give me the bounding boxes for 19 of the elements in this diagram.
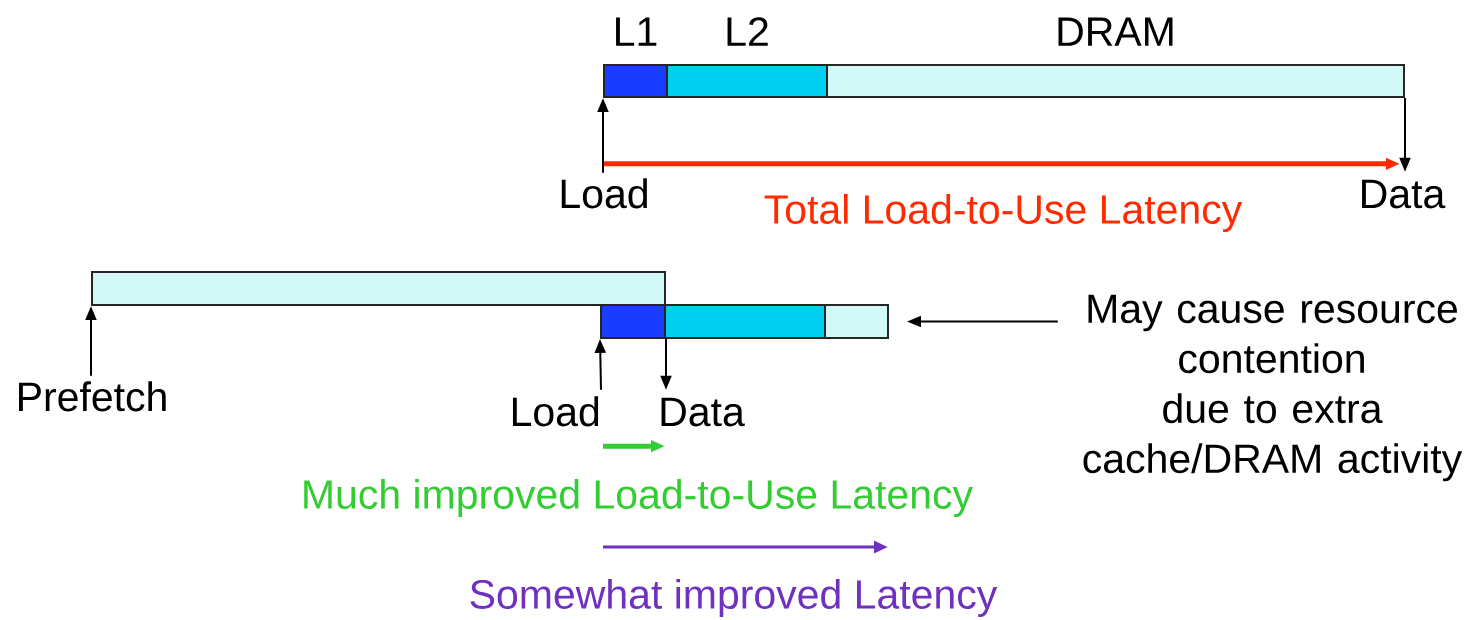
text-label: Prefetch: [19, 381, 166, 412]
text-label: Data: [1362, 179, 1446, 209]
latency-label: Somewhat improved Latency: [470, 578, 998, 618]
memory-bar: [600, 304, 666, 339]
node-label: DRAM: [1058, 17, 1173, 46]
text-label: Data: [661, 397, 745, 427]
memory-bar: [91, 271, 666, 306]
latency-label: Total Load-to-Use Latency: [764, 193, 1243, 233]
latency-label: Much improved Load-to-Use Latency: [304, 478, 973, 518]
memory-bar: DRAM: [826, 17, 1405, 98]
text-label: Load: [512, 396, 599, 427]
memory-bar: [824, 304, 889, 339]
memory-bar: [664, 304, 826, 339]
node-label: L2: [727, 17, 768, 46]
text-label: May cause resource contention due to extra cache/DRAM activity: [1083, 294, 1463, 482]
node-label: L1: [616, 17, 657, 46]
memory-bar: L2: [666, 17, 828, 98]
text-label: Load: [561, 178, 647, 209]
memory-bar: L1: [603, 17, 668, 98]
